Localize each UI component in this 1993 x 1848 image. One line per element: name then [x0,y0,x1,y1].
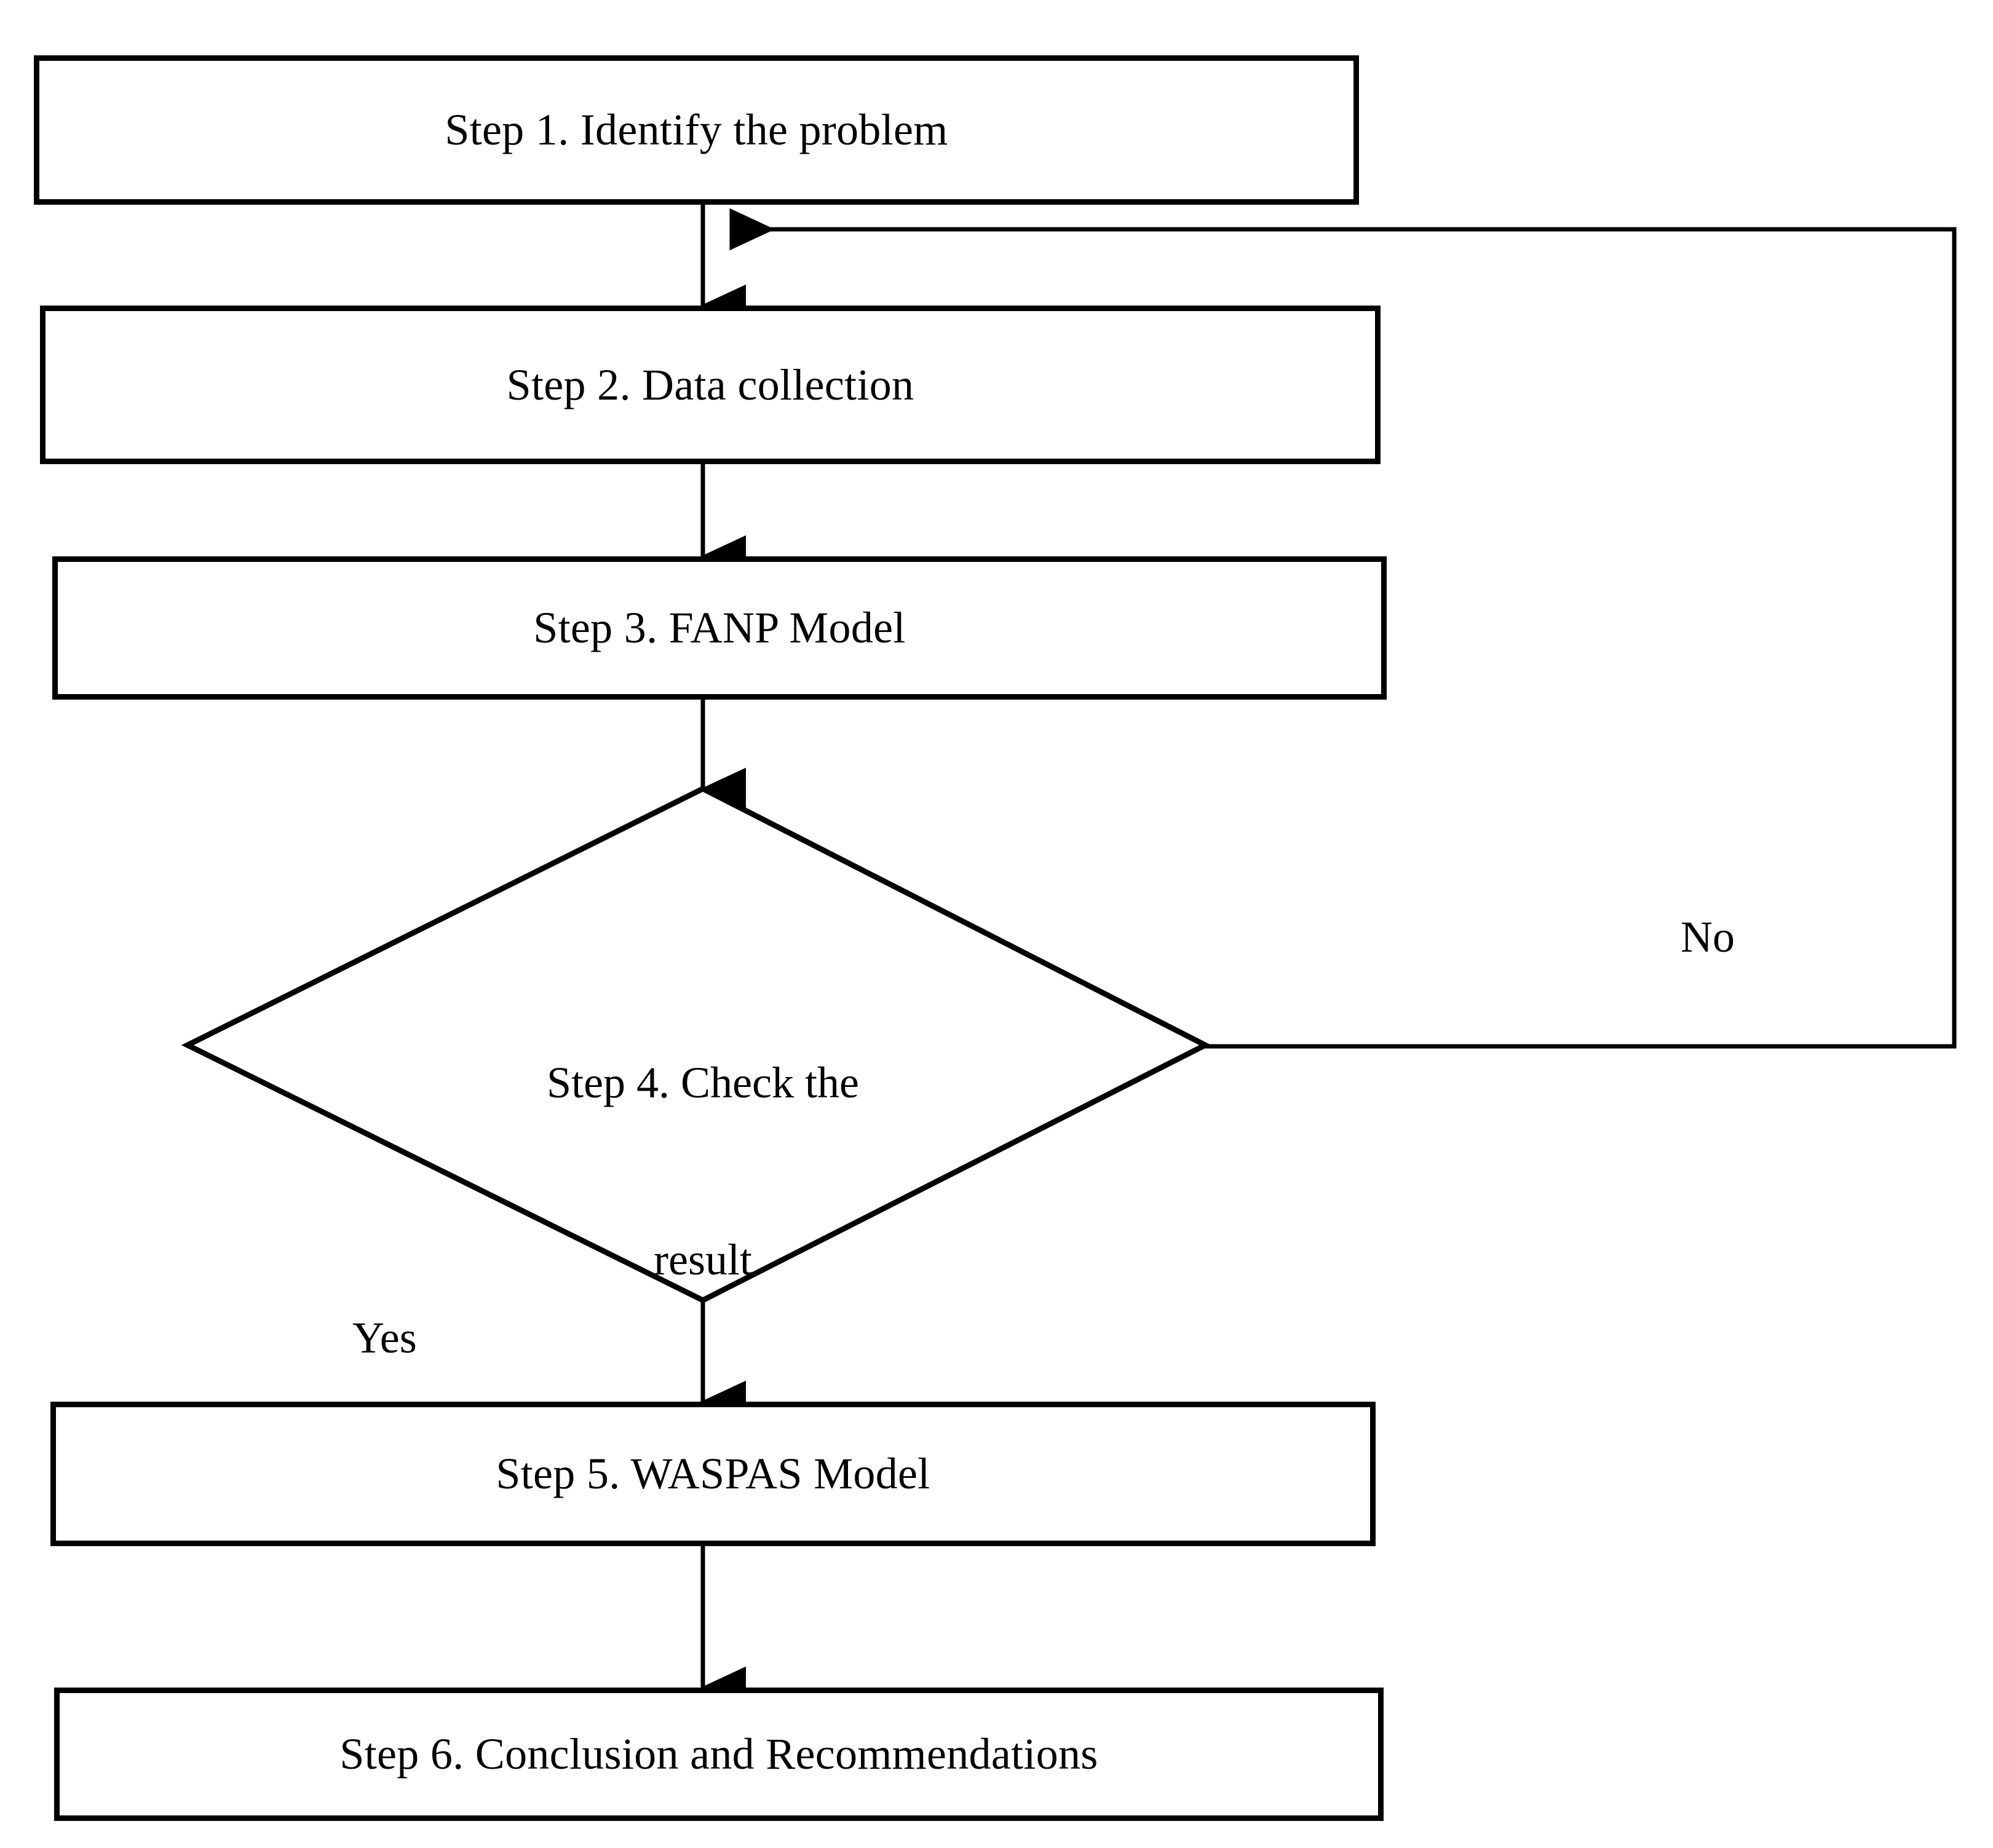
edge-step4-to-step2-no [729,208,1957,1049]
node-step6-label: Step 6. Conclusion and Recommendations [339,1729,1098,1779]
node-step6[interactable]: Step 6. Conclusion and Recommendations [54,1688,1384,1821]
edge-label-no: No [1681,912,1735,962]
node-step2[interactable]: Step 2. Data collection [40,306,1381,464]
node-step3[interactable]: Step 3. FANP Model [52,556,1387,700]
node-step1-label: Step 1. Identify the problem [445,105,948,155]
edge-label-yes: Yes [352,1313,417,1362]
node-step4-label-line1: Step 4. Check the [547,1058,859,1107]
node-step5[interactable]: Step 5. WASPAS Model [50,1402,1376,1546]
node-step3-label: Step 3. FANP Model [533,603,906,653]
node-step2-label: Step 2. Data collection [506,360,914,409]
node-step5-label: Step 5. WASPAS Model [496,1449,930,1499]
decision-diamond-shape [181,785,1211,1304]
node-step4-label-line2: result [654,1235,752,1284]
node-step4-label-wrap[interactable]: Step 4. Check the result [395,950,1010,1392]
node-step1[interactable]: Step 1. Identify the problem [34,55,1359,205]
